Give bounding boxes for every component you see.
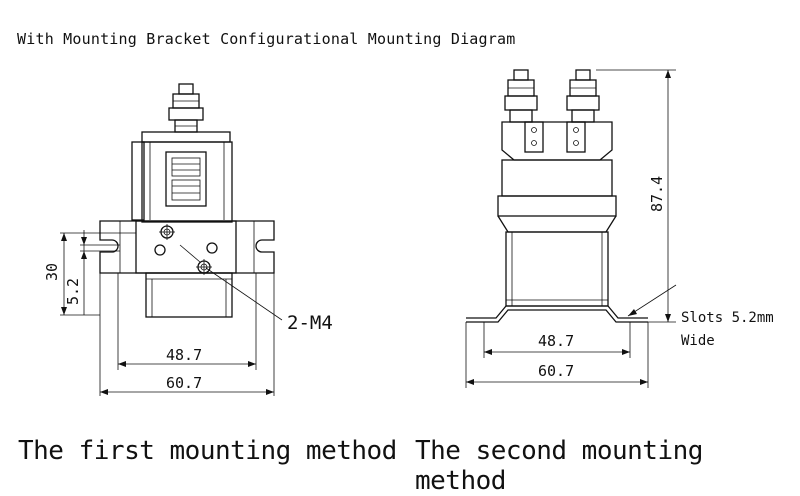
- width-dimension-48-7-2: [483, 322, 631, 358]
- slot-callout-line2: Wide: [681, 333, 715, 349]
- width-dimension-60-7-2: [465, 322, 649, 388]
- contact-window: [165, 151, 207, 207]
- dim-60-7-second: 60.7: [538, 362, 574, 380]
- top-housing: [501, 121, 613, 161]
- first-method-caption: The first mounting method: [18, 436, 397, 466]
- bracket-plate-1: [99, 220, 275, 274]
- height-dimension-5-2: [80, 230, 120, 315]
- slot-callout-line1: Slots 5.2mm: [681, 310, 774, 326]
- relay-body-top: [141, 141, 233, 223]
- diagram-title: With Mounting Bracket Configurational Mo…: [17, 30, 516, 48]
- mounting-drawings: 2-M4 30 5.2 48.7: [43, 69, 774, 396]
- blade-right: [566, 121, 586, 153]
- m4-holes: [154, 224, 218, 275]
- height-dimension-30: [60, 232, 136, 316]
- dim-48-7-first: 48.7: [166, 346, 202, 364]
- second-method-caption: The second mounting method: [415, 436, 703, 496]
- width-dimension-60-7-1: [99, 273, 275, 396]
- dim-87-4: 87.4: [648, 176, 666, 212]
- top-cap: [141, 131, 231, 143]
- terminal-stud-left: [504, 69, 538, 123]
- height-dimension-87-4: [596, 69, 676, 323]
- m4-callout: 2-M4: [287, 312, 333, 334]
- side-ear: [131, 141, 145, 221]
- relay-body-bottom: [145, 272, 233, 318]
- relay-body-2: [497, 159, 617, 307]
- blade-left: [524, 121, 544, 153]
- dim-5-2: 5.2: [64, 278, 82, 305]
- first-method-drawing: 2-M4 30 5.2 48.7: [43, 83, 333, 396]
- bracket-base-2-inner: [466, 309, 648, 323]
- second-method-drawing: 87.4 Slots 5.2mm Wide 48.7 60.7: [465, 69, 774, 388]
- dim-48-7-second: 48.7: [538, 332, 574, 350]
- width-dimension-48-7-1: [117, 273, 257, 370]
- dim-30: 30: [43, 263, 61, 281]
- bracket-base-2: [466, 305, 648, 319]
- terminal-stud-1: [168, 83, 204, 133]
- terminal-stud-right: [566, 69, 600, 123]
- dim-60-7-first: 60.7: [166, 374, 202, 392]
- slot-leader: [627, 284, 677, 317]
- m4-leader: [205, 267, 283, 321]
